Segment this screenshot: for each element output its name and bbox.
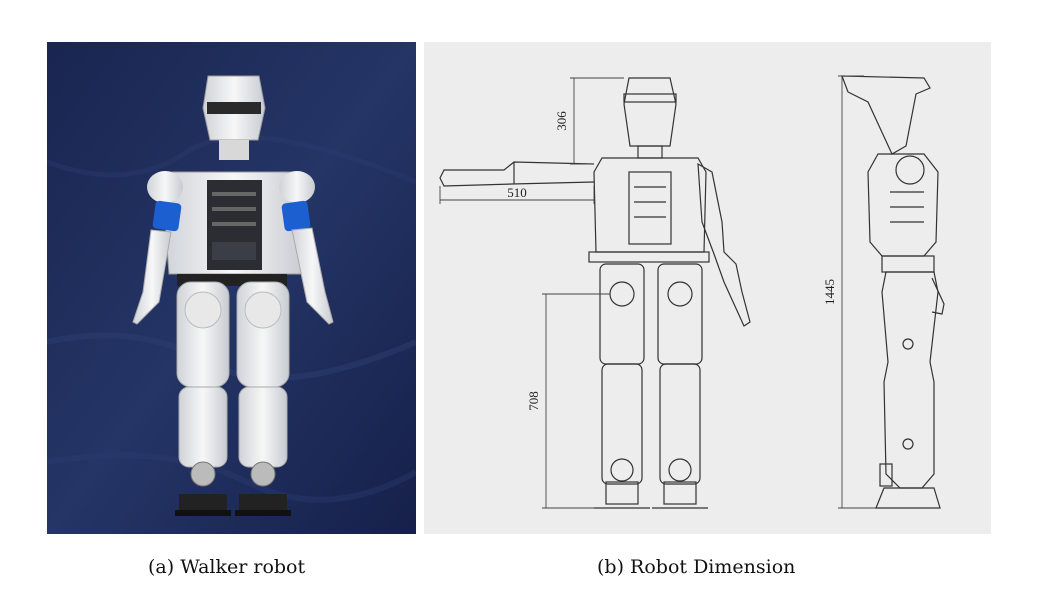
dimension-drawing-svg: 306 510 708 1445 — [424, 42, 991, 534]
caption-a-text: Walker robot — [180, 556, 306, 578]
dim-label-total: 1445 — [822, 279, 837, 305]
caption-b-text: Robot Dimension — [630, 556, 796, 578]
caption-a-label: (a) — [148, 556, 175, 578]
robot-dimension-drawing: 306 510 708 1445 — [424, 42, 991, 534]
caption-b: (b) Robot Dimension — [597, 556, 795, 578]
dim-label-leg: 708 — [526, 391, 541, 411]
walker-robot-photo — [47, 42, 416, 534]
walker-robot-image — [47, 42, 416, 534]
caption-b-label: (b) — [597, 556, 624, 578]
caption-a: (a) Walker robot — [148, 556, 305, 578]
dim-label-arm: 510 — [507, 185, 527, 200]
dim-label-head: 306 — [554, 111, 569, 131]
